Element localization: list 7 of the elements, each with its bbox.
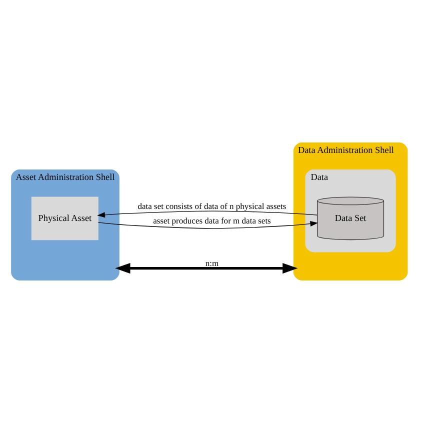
node-box: Physical Asset [31,196,98,240]
edge-label: data set consists of data of n physical assets [138,200,286,211]
edge-label: n:m [205,258,219,268]
edge-label: asset produces data for m data sets [153,215,271,226]
arrow [115,263,298,274]
arrow [98,221,318,229]
arrow [97,210,318,218]
